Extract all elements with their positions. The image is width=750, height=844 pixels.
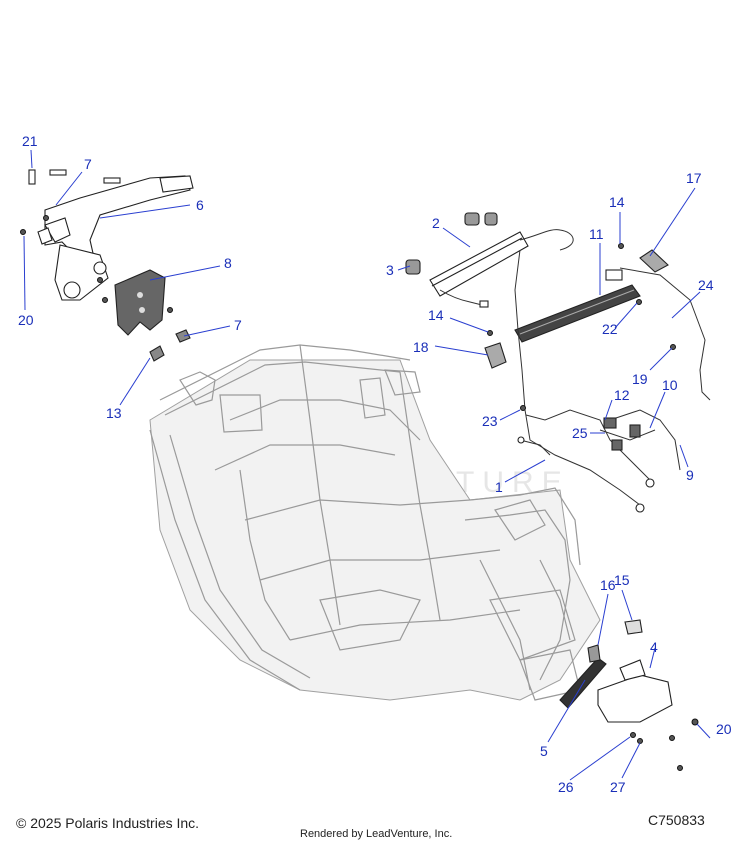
callout-12: 12 bbox=[614, 387, 630, 403]
callout-8: 8 bbox=[224, 255, 232, 271]
led-light-bar bbox=[514, 267, 711, 401]
callout-27: 27 bbox=[610, 779, 626, 795]
callout-16: 16 bbox=[600, 577, 616, 593]
callout-10: 10 bbox=[662, 377, 678, 393]
bolts-top-left bbox=[20, 169, 173, 313]
light-bracket bbox=[639, 249, 669, 273]
chassis-frame bbox=[149, 344, 601, 701]
callout-4: 4 bbox=[650, 639, 658, 655]
copyright-text: © 2025 Polaris Industries Inc. bbox=[16, 815, 200, 831]
callout-14: 14 bbox=[428, 307, 444, 323]
light-bar-housing bbox=[429, 212, 574, 308]
leader-lines bbox=[23, 149, 711, 781]
callout-9: 9 bbox=[686, 467, 694, 483]
clips bbox=[149, 329, 191, 362]
figure-code: C750833 bbox=[648, 812, 705, 828]
callout-20: 20 bbox=[716, 721, 732, 737]
callout-11: 11 bbox=[589, 226, 604, 242]
rendered-by-text: Rendered by LeadVenture, Inc. bbox=[300, 828, 453, 840]
callout-22: 22 bbox=[602, 321, 618, 337]
callout-20: 20 bbox=[18, 312, 34, 328]
fasteners bbox=[487, 243, 676, 411]
callout-5: 5 bbox=[540, 743, 548, 759]
callout-26: 26 bbox=[558, 779, 574, 795]
callout-24: 24 bbox=[698, 277, 714, 293]
callout-17: 17 bbox=[686, 170, 702, 186]
callout-7: 7 bbox=[234, 317, 242, 333]
callout-3: 3 bbox=[386, 262, 394, 278]
front-bumper-parts bbox=[559, 619, 699, 771]
callout-1: 1 bbox=[495, 479, 503, 495]
harness-bracket bbox=[484, 342, 507, 369]
callout-23: 23 bbox=[482, 413, 498, 429]
wire-harness bbox=[514, 249, 681, 513]
callout-19: 19 bbox=[632, 371, 648, 387]
callout-18: 18 bbox=[413, 339, 429, 355]
callouts: 21 7 6 8 20 7 13 2 3 14 17 11 24 14 22 1… bbox=[18, 133, 732, 795]
callout-13: 13 bbox=[106, 405, 122, 421]
mount-plate bbox=[114, 269, 166, 336]
callout-21: 21 bbox=[22, 133, 38, 149]
callout-25: 25 bbox=[572, 425, 588, 441]
front-brace-bracket bbox=[37, 175, 194, 301]
callout-2: 2 bbox=[432, 215, 440, 231]
callout-14: 14 bbox=[609, 194, 625, 210]
callout-6: 6 bbox=[196, 197, 204, 213]
callout-7: 7 bbox=[84, 156, 92, 172]
callout-15: 15 bbox=[614, 572, 630, 588]
